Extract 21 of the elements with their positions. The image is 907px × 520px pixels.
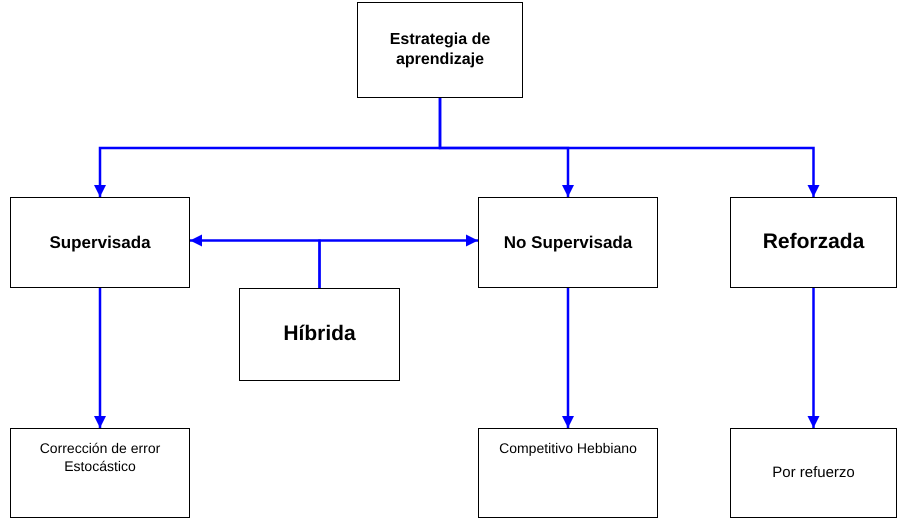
process-box	[478, 197, 658, 288]
arrow	[808, 288, 820, 428]
box-label: No Supervisada	[504, 232, 632, 254]
box-label: Corrección de error Estocástico	[38, 440, 162, 475]
arrow	[562, 288, 574, 428]
process-box	[730, 197, 897, 288]
process-box	[10, 197, 190, 288]
process-box	[357, 2, 523, 98]
process-box	[730, 428, 897, 518]
box-label: Competitivo Hebbiano	[499, 440, 637, 458]
arrow	[94, 288, 106, 428]
box-label: Supervisada	[49, 232, 151, 254]
process-box	[239, 288, 400, 381]
arrow	[438, 98, 820, 197]
process-box	[10, 428, 190, 518]
process-box	[478, 428, 658, 518]
box-label: Híbrida	[283, 321, 356, 348]
arrow	[318, 234, 478, 288]
box-label: Por refuerzo	[772, 464, 855, 482]
box-label: Reforzada	[762, 229, 864, 256]
box-label: Estrategia de aprendizaje	[388, 30, 492, 70]
